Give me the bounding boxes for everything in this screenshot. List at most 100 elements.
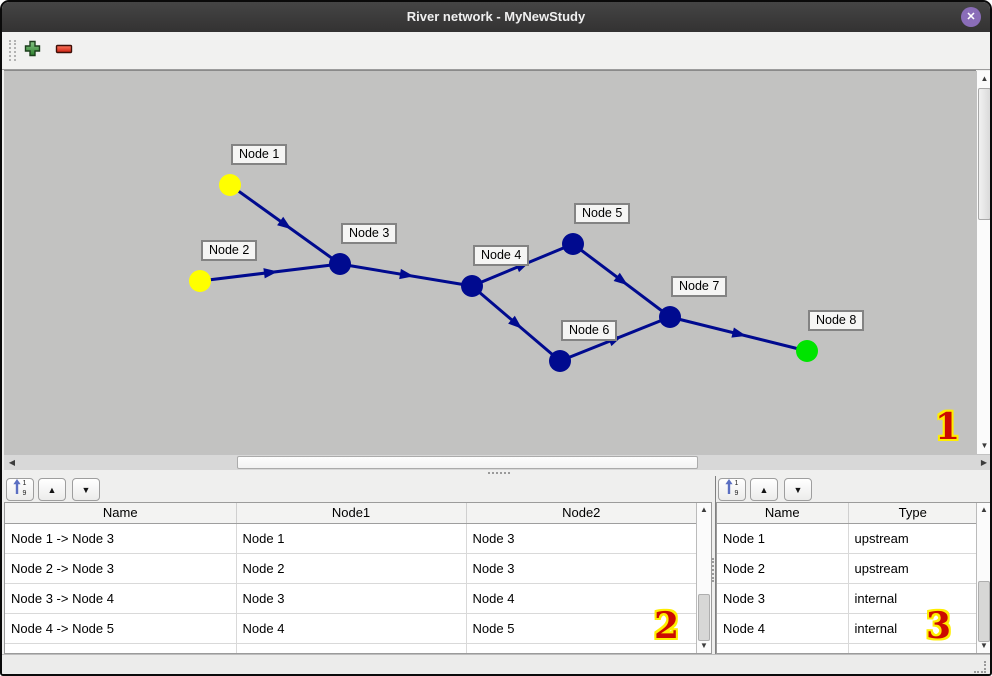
node-label[interactable]: Node 3	[341, 223, 398, 244]
table-row	[5, 643, 696, 653]
horizontal-splitter[interactable]	[2, 470, 990, 476]
edge-arrow-icon	[613, 272, 628, 286]
scroll-down-icon[interactable]: ▼	[700, 641, 708, 650]
table-cell[interactable]	[848, 643, 977, 653]
table-cell[interactable]: Node 1	[717, 523, 849, 554]
table-cell[interactable]: Node 3	[236, 583, 467, 614]
node-label[interactable]: Node 5	[574, 203, 631, 224]
table-cell[interactable]: Node 3	[466, 523, 696, 554]
up-triangle-icon: ▲	[759, 484, 769, 495]
close-button[interactable]: ✕	[961, 7, 981, 27]
scroll-up-icon[interactable]: ▲	[700, 505, 708, 514]
scroll-down-icon[interactable]: ▼	[980, 441, 989, 450]
node-label[interactable]: Node 1	[231, 144, 288, 165]
table-cell[interactable]: Node 4	[466, 583, 696, 614]
horizontal-scrollbar-thumb[interactable]	[237, 456, 698, 469]
sort-button[interactable]: 1 9	[6, 478, 34, 501]
table-cell[interactable]: upstream	[848, 523, 977, 554]
down-triangle-icon: ▼	[81, 484, 91, 495]
table-cell[interactable]: Node 3 -> Node 4	[5, 583, 237, 614]
edge-arrow-icon	[277, 216, 292, 230]
table-cell[interactable]: internal	[848, 613, 977, 644]
network-node[interactable]	[796, 340, 818, 362]
table-cell[interactable]	[717, 643, 849, 653]
table-cell[interactable]: upstream	[848, 553, 977, 584]
panel-splitter-handle[interactable]	[712, 558, 715, 582]
resize-grip-icon[interactable]	[974, 661, 986, 673]
table-cell[interactable]: internal	[848, 583, 977, 614]
scroll-left-icon[interactable]: ◀	[8, 458, 16, 467]
table-cell[interactable]: Node 3	[466, 553, 696, 584]
network-node[interactable]	[562, 233, 584, 255]
add-button[interactable]	[20, 39, 44, 63]
minus-icon	[55, 42, 73, 60]
table-cell[interactable]: Node 4	[717, 613, 849, 644]
main-toolbar	[2, 32, 990, 70]
scroll-down-icon[interactable]: ▼	[980, 641, 988, 650]
svg-text:1: 1	[23, 480, 27, 487]
canvas-horizontal-scrollbar[interactable]: ◀ ▶	[4, 454, 990, 470]
svg-text:1: 1	[735, 480, 739, 487]
network-node[interactable]	[659, 306, 681, 328]
table-cell[interactable]: Node 4	[236, 613, 467, 644]
table-cell[interactable]	[236, 643, 467, 653]
table-cell[interactable]	[5, 643, 237, 653]
nodes-table-scrollbar[interactable]: ▲ ▼	[976, 503, 990, 653]
table-cell[interactable]: Node 5	[466, 613, 696, 644]
splitter-handle-icon	[488, 472, 510, 474]
links-table-scrollbar[interactable]: ▲ ▼	[696, 503, 711, 653]
remove-button[interactable]	[52, 39, 76, 63]
links-scrollbar-thumb[interactable]	[698, 594, 710, 641]
nodes-scrollbar-thumb[interactable]	[978, 581, 990, 642]
network-node[interactable]	[219, 174, 241, 196]
network-node[interactable]	[189, 270, 211, 292]
network-canvas[interactable]: Node 1 Node 2 Node 3 Node 4 Node 5 Node 6 Node…	[4, 70, 976, 454]
move-down-button[interactable]: ▼	[784, 478, 812, 501]
node-label[interactable]: Node 6	[561, 320, 618, 341]
column-header[interactable]: Name	[5, 503, 237, 524]
sort-1-9-icon: 1 9	[12, 478, 28, 501]
network-node[interactable]	[549, 350, 571, 372]
annotation-mark-2: 2	[654, 605, 680, 647]
move-up-button[interactable]: ▲	[750, 478, 778, 501]
table-cell[interactable]: Node 2 -> Node 3	[5, 553, 237, 584]
move-up-button[interactable]: ▲	[38, 478, 66, 501]
table-cell[interactable]: Node 2	[236, 553, 467, 584]
table-cell[interactable]: Node 1 -> Node 3	[5, 523, 237, 554]
column-header[interactable]: Type	[848, 503, 977, 524]
sort-button[interactable]: 1 9	[718, 478, 746, 501]
table-cell[interactable]: Node 1	[236, 523, 467, 554]
vertical-scrollbar-thumb[interactable]	[978, 88, 990, 220]
node-label[interactable]: Node 8	[808, 310, 865, 331]
window-title: River network - MyNewStudy	[406, 9, 586, 24]
network-node[interactable]	[329, 253, 351, 275]
table-cell[interactable]: Node 4 -> Node 5	[5, 613, 237, 644]
node-label[interactable]: Node 4	[473, 245, 530, 266]
scroll-up-icon[interactable]: ▲	[980, 74, 989, 83]
node-label[interactable]: Node 2	[201, 240, 258, 261]
node-label[interactable]: Node 7	[671, 276, 728, 297]
canvas-vertical-scrollbar[interactable]: ▲ ▼	[976, 71, 990, 454]
network-node[interactable]	[461, 275, 483, 297]
move-down-button[interactable]: ▼	[72, 478, 100, 501]
table-cell[interactable]	[466, 643, 696, 653]
column-header[interactable]: Name	[717, 503, 849, 524]
table-cell[interactable]: Node 2	[717, 553, 849, 584]
column-header[interactable]: Node2	[466, 503, 696, 524]
scroll-up-icon[interactable]: ▲	[980, 505, 988, 514]
toolbar-drag-handle[interactable]	[9, 40, 16, 61]
table-cell[interactable]: Node 3	[717, 583, 849, 614]
annotation-mark-1: 1	[935, 406, 961, 448]
scroll-right-icon[interactable]: ▶	[980, 458, 988, 467]
column-header[interactable]: Node1	[236, 503, 467, 524]
titlebar[interactable]: River network - MyNewStudy ✕	[2, 2, 990, 32]
down-triangle-icon: ▼	[793, 484, 803, 495]
